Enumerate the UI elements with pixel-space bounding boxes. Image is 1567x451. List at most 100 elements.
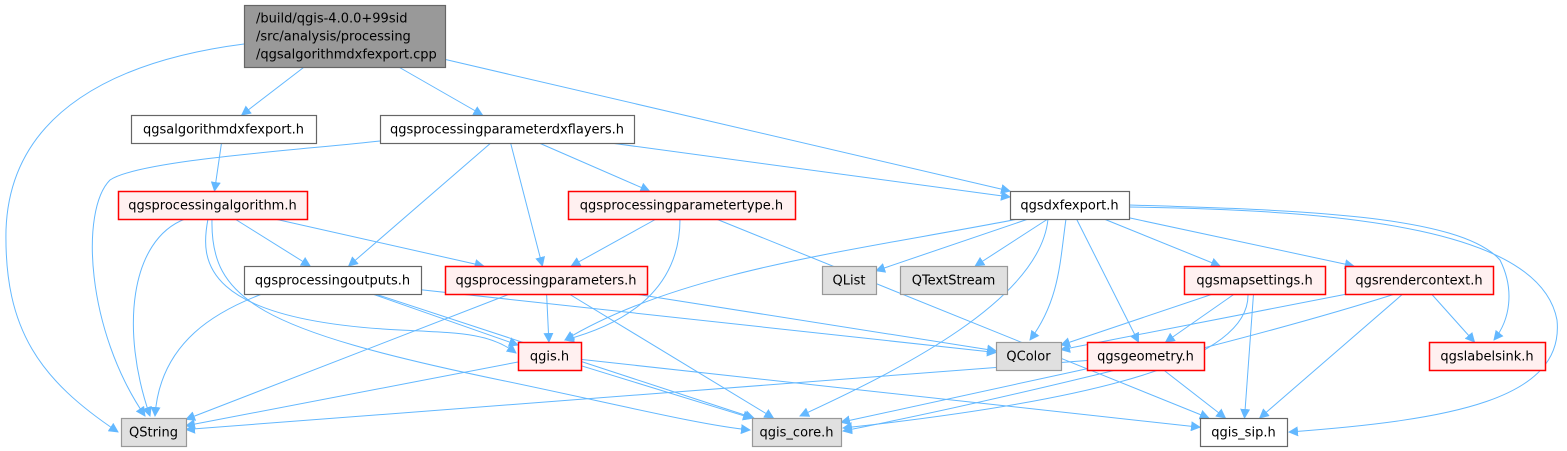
node-label: QList [833,274,866,289]
edge-qgsdxfexport_h-to-qgsrendercontext_h [1128,217,1355,270]
node-label: qgis.h [530,350,569,365]
node-box [130,114,318,145]
node-qgslabelsink-h[interactable]: qgslabelsink.h [1428,341,1547,372]
node-label: QTextStream [912,274,996,289]
node-QTextStream[interactable]: QTextStream [899,265,1009,296]
node-box [117,190,309,221]
edge-qgsdxfexport_h-to-qgsmapsettings_h [1103,218,1221,268]
node-label: qgsalgorithmdxfexport.h [143,123,304,138]
edges-layer [5,43,1558,437]
edge-qgsdxfexport_h-to-QTextStream [974,218,1049,267]
node-box [821,265,878,296]
node-box [379,114,636,145]
node-label: /build/qgis-4.0.0+99sid [256,12,407,27]
node-label: qgslabelsink.h [1440,350,1533,365]
node-qgis-sip-h[interactable]: qgis_sip.h [1199,417,1289,448]
node-label: /src/analysis/processing [256,30,411,45]
edge-qgsprocessingparameterdxflayers_h-to-qgsprocessingoutputs_h [347,142,492,267]
node-label: qgsprocessingalgorithm.h [128,199,296,214]
edge-qgsprocessingparametertype_h-to-qgsprocessingparameters_h [570,218,657,267]
edge-qgsdxfexport_h-to-qgsgeometry_h [1076,218,1139,343]
edge-qgsmapsettings_h-to-qgis_sip_h [1240,293,1254,419]
node-label: QColor [1006,350,1051,365]
node-qgis-core-h[interactable]: qgis_core.h [751,417,843,448]
edge-qgsgeometry_h-to-QString [185,360,1088,434]
edge-qgsmapsettings_h-to-qgis_core_h [842,293,1249,432]
node-label: qgsmapsettings.h [1196,274,1312,289]
edge-qgsdxfexport_h-to-qgis_sip_h [1128,206,1558,437]
edge-qgsprocessingalgorithm_h-to-qgsprocessingoutputs_h [234,218,311,267]
edge-qgsprocessingparameters_h-to-QColor [634,293,997,355]
edge-qgsdxfexport_h-to-qgslabelsink_h [1128,204,1510,341]
node-label: qgsprocessingparameterdxflayers.h [390,123,624,138]
node-QString[interactable]: QString [120,417,188,448]
node-QList[interactable]: QList [821,265,878,296]
edge-qgsrendercontext_h-to-QColor [1060,293,1348,353]
edge-qgsgeometry_h-to-qgis_sip_h [1163,369,1227,419]
edge-qgsrendercontext_h-to-qgslabelsink_h [1431,293,1476,343]
node-qgsprocessingparameterdxflayers-h[interactable]: qgsprocessingparameterdxflayers.h [379,114,636,145]
node-qgsdxfexport-h[interactable]: qgsdxfexport.h [1009,190,1131,221]
edge-qgsgeometry_h-to-qgis_core_h [840,368,1088,426]
edge-root-to-qgsprocessingparameterdxflayers_h [398,66,484,116]
edge-qgsmapsettings_h-to-qgsgeometry_h [1164,293,1235,343]
node-qgsprocessingparametertype-h[interactable]: qgsprocessingparametertype.h [567,190,797,221]
node-box [517,341,583,372]
edge-qgsrendercontext_h-to-qgis_sip_h [1258,293,1404,419]
node-box [567,190,797,221]
edge-qgsprocessingalgorithm_h-to-QString [132,218,186,417]
node-qgis-h[interactable]: qgis.h [517,341,583,372]
node-label: QString [129,426,178,441]
edge-qgsdxfexport_h-to-qgis_h [564,218,1019,341]
node-label: qgsprocessingoutputs.h [255,274,410,289]
edge-qgsalgorithmdxfexport_h-to-qgsprocessingalgorithm_h [210,142,222,192]
node-box [1009,190,1131,221]
node-label: qgsprocessingparameters.h [455,274,636,289]
node-label: qgsdxfexport.h [1020,199,1118,214]
edge-qgis_h-to-QString [185,361,519,430]
node-box [1199,417,1289,448]
node-box [243,4,447,69]
edge-qgis_h-to-qgis_core_h [580,365,753,421]
edge-qgsdxfexport_h-to-QColor [1029,218,1067,341]
edge-qgsprocessingoutputs_h-to-QString [150,293,263,417]
edge-qgsprocessingparametertype_h-to-qgis_h [564,218,681,343]
node-box [1183,265,1327,296]
node-qgsalgorithmdxfexport-h[interactable]: qgsalgorithmdxfexport.h [130,114,318,145]
node-box [995,341,1063,372]
node-box [444,265,649,296]
edge-qgsdxfexport_h-to-qgis_core_h [799,218,1049,417]
edge-qgsprocessingparameters_h-to-qgis_h [543,293,554,343]
node-box [751,417,843,448]
nodes-layer: /build/qgis-4.0.0+99sid/src/analysis/pro… [117,4,1547,448]
edge-qgsprocessingoutputs_h-to-QColor [420,289,997,357]
edge-qgsprocessingparameterdxflayers_h-to-qgsprocessingparametertype_h [538,142,651,192]
node-label: qgsgeometry.h [1097,350,1194,365]
edge-qgsprocessingalgorithm_h-to-qgis_h [205,218,517,354]
node-qgsprocessingalgorithm-h[interactable]: qgsprocessingalgorithm.h [117,190,309,221]
node-root[interactable]: /build/qgis-4.0.0+99sid/src/analysis/pro… [243,4,447,69]
node-qgsmapsettings-h[interactable]: qgsmapsettings.h [1183,265,1327,296]
node-qgsprocessingoutputs-h[interactable]: qgsprocessingoutputs.h [243,265,423,296]
edge-qgis_h-to-qgis_sip_h [580,358,1201,432]
edge-qgsprocessingparametertype_h-to-qgis_sip_h [716,218,1210,420]
node-label: qgsprocessingparametertype.h [580,199,783,214]
node-label: qgis_core.h [760,426,834,441]
node-box [1344,265,1495,296]
edge-qgsdxfexport_h-to-QList [875,218,1029,273]
edge-root-to-QString [5,43,245,433]
node-box [1086,341,1206,372]
node-label: qgis_sip.h [1211,426,1275,441]
edge-root-to-qgsdxfexport_h [444,58,1011,194]
node-label: /qgsalgorithmdxfexport.cpp [256,48,437,63]
node-qgsrendercontext-h[interactable]: qgsrendercontext.h [1344,265,1495,296]
node-label: qgsrendercontext.h [1355,274,1482,289]
edge-qgsprocessingalgorithm_h-to-qgsprocessingparameters_h [274,218,485,269]
node-QColor[interactable]: QColor [995,341,1063,372]
node-qgsprocessingparameters-h[interactable]: qgsprocessingparameters.h [444,265,649,296]
node-qgsgeometry-h[interactable]: qgsgeometry.h [1086,341,1206,372]
node-box [899,265,1009,296]
edge-qgsmapsettings_h-to-QColor [1060,293,1214,347]
edge-qgsprocessingparameters_h-to-qgis_core_h [568,293,775,419]
